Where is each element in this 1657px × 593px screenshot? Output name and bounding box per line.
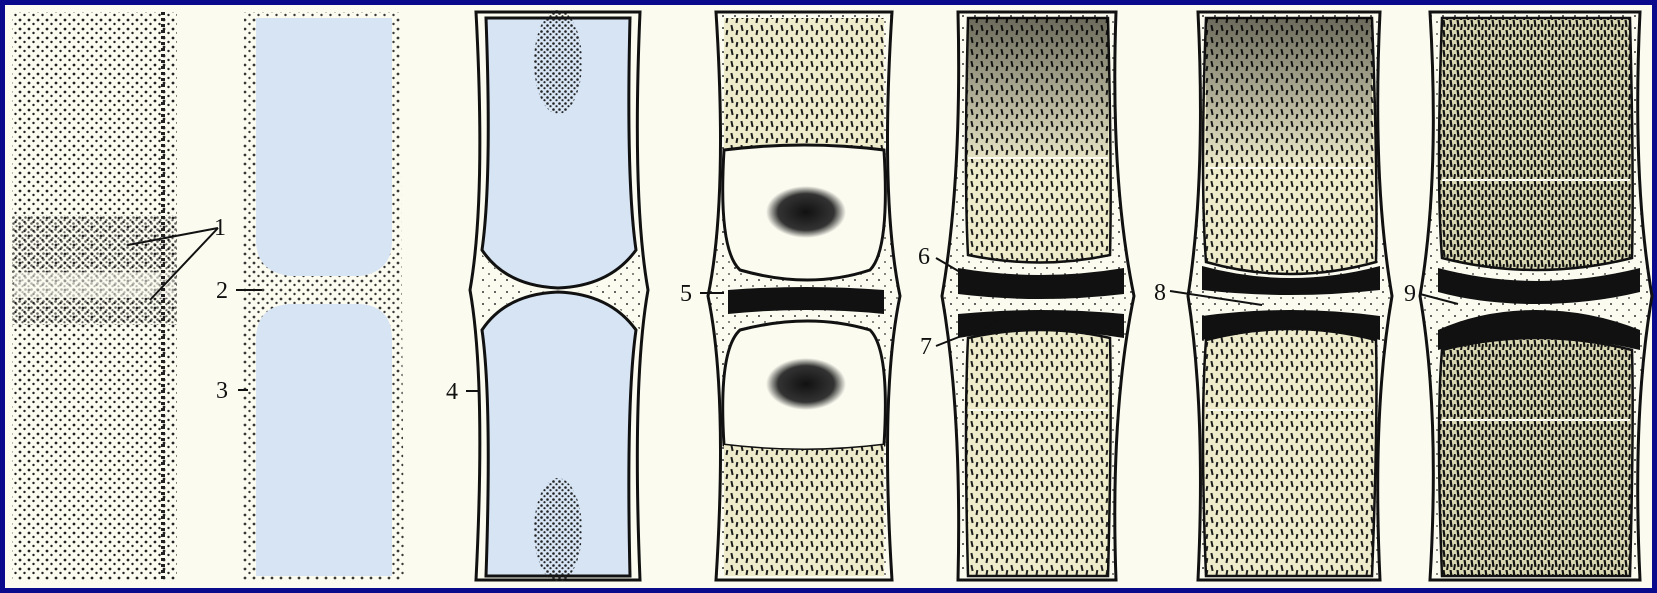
panel-6: [1188, 12, 1392, 580]
label-4: 4: [446, 379, 458, 405]
panel-2: [242, 12, 404, 580]
panel-3: [470, 10, 648, 582]
panel-7: [1420, 12, 1652, 580]
label-5: 5: [680, 281, 692, 307]
panel-5: [942, 12, 1134, 580]
label-7: 7: [920, 334, 932, 360]
panel-4: [708, 12, 900, 580]
label-1: 1: [214, 215, 226, 241]
label-9: 9: [1404, 281, 1416, 307]
panel-1: [12, 12, 177, 580]
label-8: 8: [1154, 280, 1166, 306]
label-2: 2: [216, 278, 228, 304]
label-6: 6: [918, 244, 930, 270]
label-3: 3: [216, 378, 228, 404]
